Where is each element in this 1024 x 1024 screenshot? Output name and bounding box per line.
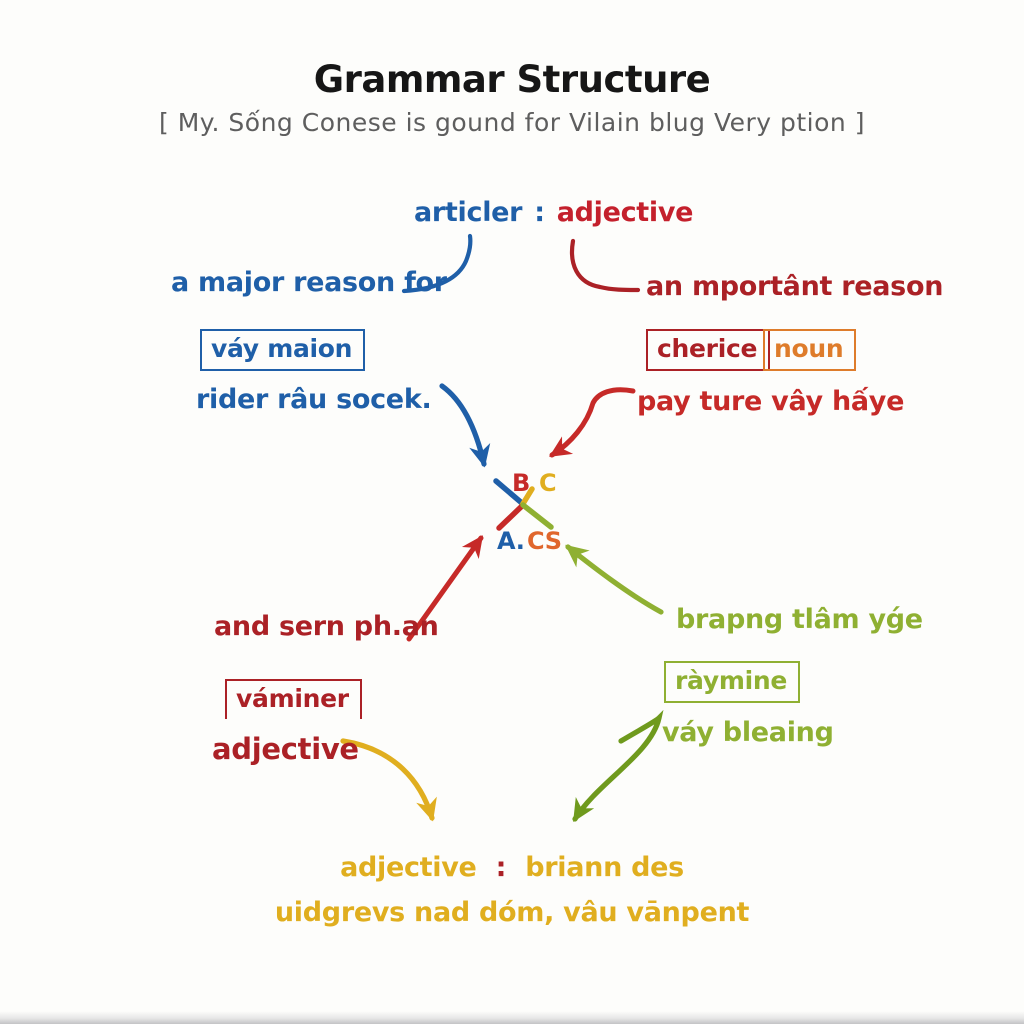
cross-segment-green [520, 502, 554, 530]
label-vay-bleaing: váy bleaing [662, 717, 834, 748]
center-label-b: B [512, 469, 530, 497]
box-noun: noun [763, 329, 857, 371]
arrow-rider-to-center [439, 383, 491, 468]
box-vaminer: váminer [225, 679, 362, 719]
top-pair-right-label: adjective [556, 197, 694, 228]
phrase-a-major-reason: a major reason for [171, 267, 447, 298]
box-raymine: ràymine [664, 661, 800, 703]
top-pair: articler : adjective [414, 197, 693, 228]
label-adjective-left: adjective [212, 732, 359, 766]
bottom-pair: adjective : briann des [0, 852, 1024, 883]
cross-segment-red [496, 503, 525, 531]
curve-adjective-to-important-reason [570, 238, 641, 293]
bottom-edge-shadow [0, 1011, 1024, 1024]
note-rider-rau-socek: rider râu socek. [196, 384, 432, 415]
arrow-brapng-to-center [565, 544, 664, 615]
center-label-cs: CS [527, 527, 562, 555]
bottom-pair-colon: : [495, 852, 507, 883]
diagram-subtitle: [ My. Sống Conese is gound for Vilain bl… [159, 108, 865, 137]
top-pair-colon: : [534, 197, 545, 228]
bottom-pair-right: briann des [525, 852, 684, 883]
box-vay-maion: váy maion [200, 329, 366, 371]
arrow-payture-to-center [549, 387, 636, 458]
diagram-title: Grammar Structure [313, 58, 711, 101]
center-label-c: C [539, 469, 557, 497]
note-brapng-tlam-yge: brapng tlâm yǵe [676, 604, 923, 635]
note-and-sern-phan: and sern ph.an [214, 611, 439, 642]
box-cherice: cherice [646, 329, 771, 371]
arrow-vaybleaing-to-bottom [572, 709, 664, 823]
top-pair-left-label: articler [414, 197, 523, 228]
note-pay-ture: pay ture vây hấye [637, 386, 905, 417]
center-label-a: A. [497, 527, 525, 555]
phrase-an-important-reason: an mportânt reason [646, 271, 944, 302]
bottom-caption: uidgrevs nad dóm, vâu vānpent [274, 897, 750, 928]
bottom-pair-left: adjective [340, 852, 477, 883]
